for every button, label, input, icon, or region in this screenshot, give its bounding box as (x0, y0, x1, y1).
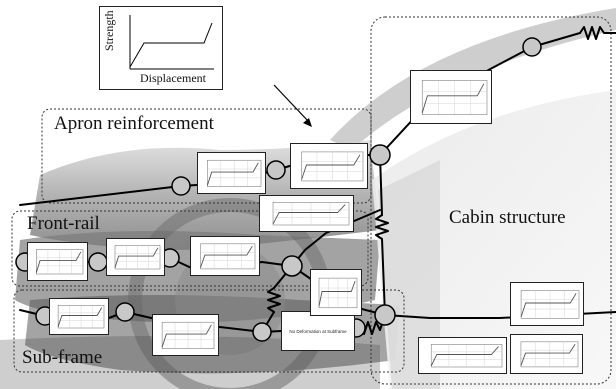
mini-chart-curve (521, 344, 575, 365)
mini-chart-apron-2 (290, 143, 368, 189)
node-sub-frame-2 (116, 303, 134, 321)
front-rail-region-label: Front-rail (27, 213, 100, 235)
legend-y-label: Strength (102, 10, 117, 51)
legend-x-label: Displacement (140, 71, 206, 86)
mini-chart-plot (411, 71, 491, 123)
mini-chart-curve (36, 252, 80, 273)
mini-chart-plot (291, 144, 367, 188)
node-cabin-lower (375, 305, 395, 325)
mini-chart-center-2 (310, 269, 362, 316)
node-apron-1 (172, 177, 190, 195)
mini-chart-plot (107, 239, 164, 275)
apron-region-label: Apron reinforcement (54, 113, 214, 135)
node-sub-frame-3 (253, 323, 271, 341)
mini-chart-plot (419, 338, 506, 373)
strength-displacement-legend: Strength Displacement (99, 6, 223, 90)
mini-chart-cabin-lower-2 (418, 337, 507, 374)
mini-chart-apron-1 (197, 152, 266, 194)
mini-chart-plot (50, 299, 108, 334)
cabin-pillar-spring (376, 215, 388, 239)
mini-chart-cabin-upper (410, 70, 492, 124)
cabin-end-spring (580, 27, 616, 39)
mini-chart-center-1 (259, 195, 354, 232)
mini-chart-plot (191, 237, 259, 275)
mini-chart-plot (153, 315, 218, 355)
center-spring (268, 288, 280, 312)
mini-chart-curve (431, 347, 498, 366)
mini-chart-curve (201, 246, 253, 267)
mini-chart-sub-frame-1 (49, 298, 109, 335)
mini-chart-curve (162, 325, 211, 348)
node-cabin-corner (370, 145, 390, 165)
mini-chart-curve (58, 308, 102, 327)
mini-chart-front-rail-2 (106, 238, 165, 276)
node-front-rail-2 (89, 253, 107, 271)
mini-chart-plot (260, 196, 353, 231)
cabin-pillar-lower (382, 239, 385, 315)
sub-frame-region-label: Sub-frame (22, 347, 102, 369)
node-center (282, 256, 302, 276)
node-apron-2 (267, 161, 285, 179)
mini-chart-plot (28, 243, 87, 280)
mini-chart-cabin-lower-1 (510, 282, 584, 326)
mini-chart-plot (198, 153, 265, 193)
mini-chart-curve (521, 293, 576, 317)
node-cabin-top (523, 38, 541, 56)
legend-arrow (274, 85, 309, 122)
mini-chart-plot (511, 283, 583, 325)
mini-chart-curve (302, 155, 360, 180)
mini-chart-curve (207, 163, 258, 186)
mini-chart-curve (273, 205, 345, 224)
mini-chart-curve (422, 84, 484, 113)
legend-arrow-head (303, 118, 312, 127)
mini-chart-curve (115, 248, 158, 268)
mini-chart-plot (311, 270, 361, 315)
mini-chart-front-rail-3 (190, 236, 260, 276)
mini-chart-plot (511, 335, 582, 373)
no-deformation-note: No Deformation at Subframe (281, 311, 355, 351)
mini-chart-sub-frame-2 (152, 314, 219, 356)
mini-chart-cabin-lower-3 (510, 334, 583, 374)
cabin-region-label: Cabin structure (449, 207, 566, 229)
mini-chart-front-rail-1 (27, 242, 88, 281)
mini-chart-curve (319, 281, 355, 306)
